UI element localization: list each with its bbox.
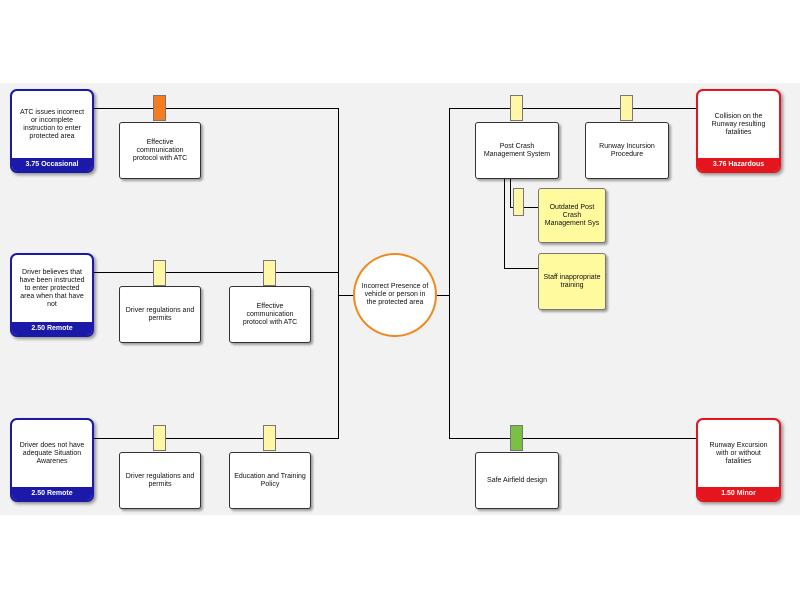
top-event[interactable]: Incorrect Presence of vehicle or person … <box>353 253 437 337</box>
threat-card[interactable]: Driver believes that have been instructe… <box>10 253 94 337</box>
recovery-barrier[interactable]: Post Crash Management System <box>475 122 559 179</box>
threat-label: Driver does not have adequate Situation … <box>19 441 85 465</box>
barrier-status-tab <box>263 425 276 451</box>
connector-line <box>94 108 339 109</box>
preventive-barrier[interactable]: Effective communication protocol with AT… <box>119 122 201 179</box>
connector-line <box>338 295 354 296</box>
threat-label: Driver believes that have been instructe… <box>19 268 85 308</box>
preventive-barrier[interactable]: Effective communication protocol with AT… <box>229 286 311 343</box>
connector-line <box>94 438 339 439</box>
consequence-label: Runway Excursion with or without fatalit… <box>709 441 768 465</box>
consequence-rating: 1.50 Minor <box>698 487 779 500</box>
connector-line <box>510 178 511 208</box>
threat-rating: 2.50 Remote <box>12 322 92 335</box>
connector-line <box>436 295 450 296</box>
consequence-card[interactable]: Runway Excursion with or without fatalit… <box>696 418 781 502</box>
threat-label: ATC issues incorrect or incomplete instr… <box>19 108 85 140</box>
barrier-status-tab <box>153 260 166 286</box>
connector-line <box>449 438 697 439</box>
connector-line <box>338 108 339 439</box>
consequence-rating: 3.76 Hazardous <box>698 158 779 171</box>
connector-line <box>504 178 505 268</box>
connector-line <box>449 108 450 439</box>
threat-rating: 2.50 Remote <box>12 487 92 500</box>
barrier-status-tab <box>510 95 523 121</box>
barrier-status-tab <box>153 425 166 451</box>
escalation-factor[interactable]: Staff inappropriate training <box>538 253 606 310</box>
escalation-status-tab <box>513 188 524 216</box>
barrier-status-tab <box>263 260 276 286</box>
barrier-status-tab <box>510 425 523 451</box>
consequence-card[interactable]: Collision on the Runway resulting fatali… <box>696 89 781 173</box>
connector-line <box>449 108 697 109</box>
preventive-barrier[interactable]: Driver regulations and permits <box>119 286 201 343</box>
barrier-status-tab <box>153 95 166 121</box>
recovery-barrier[interactable]: Runway Incursion Procedure <box>585 122 669 179</box>
connector-line <box>94 272 339 273</box>
preventive-barrier[interactable]: Education and Training Policy <box>229 452 311 509</box>
escalation-factor[interactable]: Outdated Post Crash Management Sys <box>538 188 606 243</box>
barrier-status-tab <box>620 95 633 121</box>
threat-rating: 3.75 Occasional <box>12 158 92 171</box>
threat-card[interactable]: ATC issues incorrect or incomplete instr… <box>10 89 94 173</box>
preventive-barrier[interactable]: Driver regulations and permits <box>119 452 201 509</box>
connector-line <box>510 207 538 208</box>
threat-card[interactable]: Driver does not have adequate Situation … <box>10 418 94 502</box>
consequence-label: Collision on the Runway resulting fatali… <box>711 112 766 136</box>
connector-line <box>504 268 538 269</box>
recovery-barrier[interactable]: Safe Airfield design <box>475 452 559 509</box>
